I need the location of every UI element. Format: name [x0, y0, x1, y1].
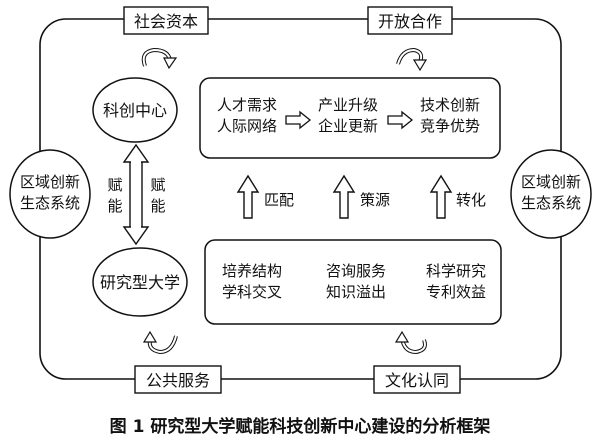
- figure-caption: 图 1 研究型大学赋能科技创新中心建设的分析框架: [110, 416, 491, 437]
- public-service-box: [134, 365, 222, 394]
- top-content-box: [199, 77, 501, 159]
- curved-arrow-bottom-right-icon: [394, 330, 427, 355]
- curved-arrow-bottom-left-icon: [142, 330, 178, 355]
- ecosystem-right-line2: 生态系统: [521, 194, 581, 212]
- ecosystem-right-circle: [510, 149, 592, 239]
- open-cooperation-label: 开放合作: [378, 12, 442, 31]
- top-col1-line1: 人才需求: [217, 96, 277, 114]
- up-arrow-match-label: 匹配: [264, 191, 294, 209]
- social-capital-box: [123, 6, 209, 35]
- bottom-col2-line1: 咨询服务: [326, 262, 386, 280]
- culture-identity-label: 文化认同: [385, 371, 449, 390]
- up-arrow-transform: [429, 174, 453, 219]
- empower-right-char1: 赋: [150, 176, 165, 194]
- bottom-content-box: [204, 239, 502, 325]
- sci-tech-center-label: 科创中心: [103, 101, 167, 120]
- top-col2-line2: 企业更新: [318, 117, 378, 135]
- ecosystem-left-circle: [9, 149, 91, 239]
- bottom-col3-line2: 专利效益: [426, 283, 486, 301]
- open-cooperation-box: [367, 6, 453, 35]
- up-arrow-policy-source: [332, 174, 356, 219]
- top-col3-line1: 技术创新: [420, 96, 480, 114]
- social-capital-label: 社会资本: [134, 12, 198, 31]
- bottom-col1-line2: 学科交叉: [222, 283, 282, 301]
- empower-double-arrow: [122, 143, 150, 246]
- bottom-col3-line1: 科学研究: [426, 262, 486, 280]
- top-col1-line2: 人际网络: [217, 117, 277, 135]
- up-arrow-transform-label: 转化: [456, 191, 486, 209]
- culture-identity-box: [373, 365, 461, 394]
- top-col2-line1: 产业升级: [318, 96, 378, 114]
- sci-tech-center-circle: [92, 77, 178, 143]
- up-arrow-match: [236, 174, 260, 219]
- up-arrow-policy-source-label: 策源: [360, 191, 390, 209]
- curved-arrow-top-right-icon: [396, 47, 428, 72]
- empower-right-char2: 能: [150, 197, 165, 215]
- curved-arrow-top-left-icon: [141, 47, 178, 70]
- bottom-col1-line1: 培养结构: [222, 262, 282, 280]
- top-col3-line2: 竞争优势: [420, 117, 480, 135]
- research-university-circle: [92, 247, 188, 317]
- ecosystem-left-line1: 区域创新: [20, 173, 80, 191]
- top-flow-arrow-2: [387, 110, 414, 130]
- public-service-label: 公共服务: [146, 371, 210, 390]
- research-university-label: 研究型大学: [100, 273, 180, 292]
- ecosystem-right-line1: 区域创新: [521, 173, 581, 191]
- empower-left-char2: 能: [107, 197, 122, 215]
- bottom-col2-line2: 知识溢出: [326, 283, 386, 301]
- empower-left-char1: 赋: [107, 176, 122, 194]
- top-flow-arrow-1: [285, 110, 312, 130]
- ecosystem-left-line2: 生态系统: [20, 194, 80, 212]
